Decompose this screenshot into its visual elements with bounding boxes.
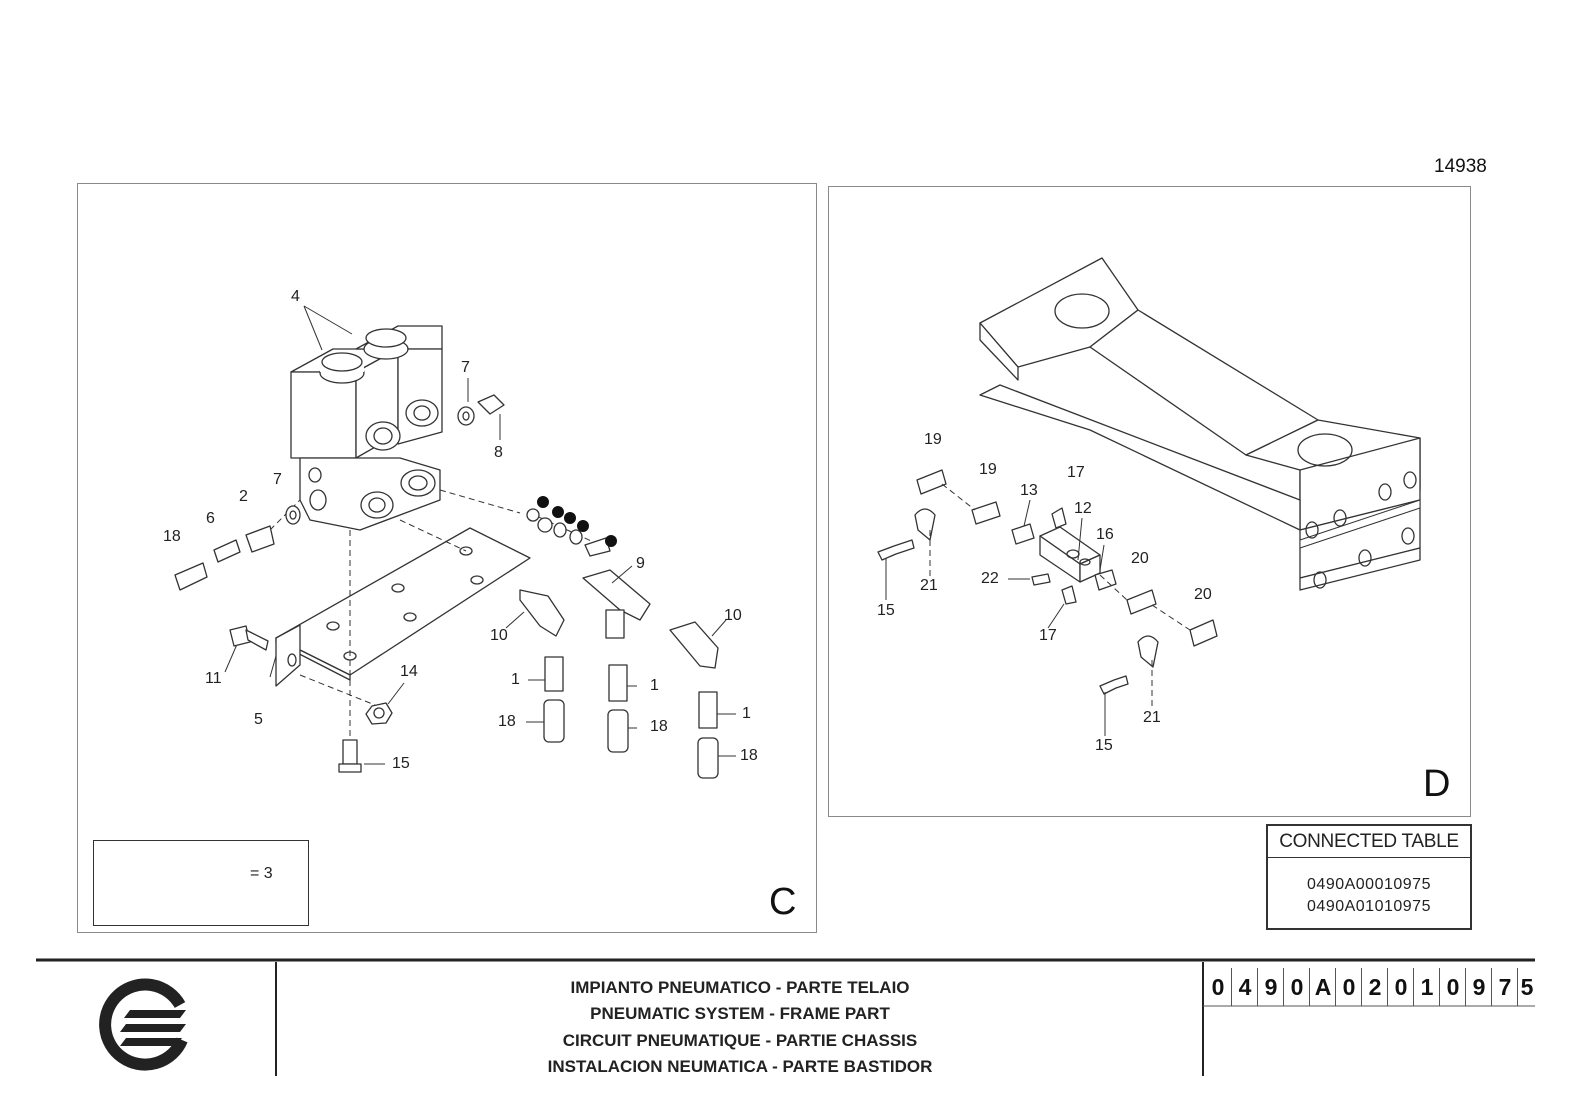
code-char: 9	[1465, 968, 1492, 1006]
fittings-row-drawing	[526, 508, 611, 557]
panel-c	[77, 183, 817, 933]
title-french: CIRCUIT PNEUMATIQUE - PARTIE CHASSIS	[562, 1031, 918, 1050]
code-char: A	[1309, 968, 1336, 1006]
callout-22: 22	[981, 570, 999, 587]
callout-15: 15	[877, 602, 895, 619]
title-italian: IMPIANTO PNEUMATICO - PARTE TELAIO	[570, 978, 910, 997]
callout-1: 1	[650, 677, 659, 694]
manufacturer-logo	[99, 978, 188, 1071]
connected-table-code[interactable]: 0490A00010975	[1307, 876, 1431, 893]
code-char: 7	[1491, 968, 1518, 1006]
solenoid-valve-drawing	[290, 325, 443, 531]
connected-table-title: CONNECTED TABLE	[1268, 826, 1470, 858]
connected-table-code[interactable]: 0490A01010975	[1307, 898, 1431, 915]
callout-19: 19	[979, 461, 997, 478]
code-char: 0	[1211, 974, 1225, 1000]
crossmember-drawing	[979, 257, 1421, 591]
callout-12: 12	[1074, 500, 1092, 517]
callout-6: 6	[206, 510, 215, 527]
callout-17: 17	[1067, 464, 1085, 481]
title-english: PNEUMATIC SYSTEM - FRAME PART	[590, 1004, 890, 1023]
title-spanish: INSTALACION NEUMATICA - PARTE BASTIDOR	[547, 1057, 933, 1076]
code-char: 9	[1257, 968, 1284, 1006]
spring-drawing	[543, 699, 719, 779]
sheet-number: 14938	[1434, 156, 1487, 177]
callout-1: 1	[511, 671, 520, 688]
callout-20: 20	[1131, 550, 1149, 567]
hose-drawing	[544, 656, 718, 729]
code-char: 0	[1387, 968, 1414, 1006]
callout-19: 19	[924, 431, 942, 448]
callout-7: 7	[461, 359, 470, 376]
legend-box: = 3	[93, 840, 309, 926]
callout-14: 14	[400, 663, 418, 680]
callout-5: 5	[254, 711, 263, 728]
distribution-block-drawing	[1039, 526, 1101, 583]
callout-8: 8	[494, 444, 503, 461]
panel-d	[828, 186, 1471, 817]
screw-drawing	[229, 625, 269, 651]
callout-18: 18	[650, 718, 668, 735]
callout-1: 1	[742, 705, 751, 722]
code-char: 4	[1231, 968, 1258, 1006]
callout-10: 10	[490, 627, 508, 644]
code-char: 2	[1361, 968, 1388, 1006]
callout-15: 15	[392, 755, 410, 772]
panel-d-letter: D	[1423, 763, 1451, 805]
legend-text: = 3	[250, 865, 273, 882]
code-char: 5	[1517, 968, 1536, 1006]
callout-21: 21	[920, 577, 938, 594]
callout-11: 11	[205, 670, 222, 687]
callout-20: 20	[1194, 586, 1212, 603]
callout-4: 4	[291, 288, 300, 305]
panel-c-letter: C	[769, 881, 797, 923]
callout-21: 21	[1143, 709, 1161, 726]
callout-10: 10	[724, 607, 742, 624]
callout-2: 2	[239, 488, 248, 505]
code-char: 0	[1335, 968, 1362, 1006]
callout-9: 9	[636, 555, 645, 572]
callout-15: 15	[1095, 737, 1113, 754]
callout-18: 18	[163, 528, 181, 545]
callout-7: 7	[273, 471, 282, 488]
connected-table: CONNECTED TABLE 0490A00010975 0490A01010…	[1266, 824, 1472, 930]
bracket-drawing	[275, 527, 531, 687]
callout-18: 18	[740, 747, 758, 764]
callout-13: 13	[1020, 482, 1038, 499]
callout-16: 16	[1096, 526, 1114, 543]
code-char: 1	[1413, 968, 1440, 1006]
callout-18: 18	[498, 713, 516, 730]
code-char: 0	[1283, 968, 1310, 1006]
code-char: 0	[1439, 968, 1466, 1006]
callout-17: 17	[1039, 627, 1057, 644]
